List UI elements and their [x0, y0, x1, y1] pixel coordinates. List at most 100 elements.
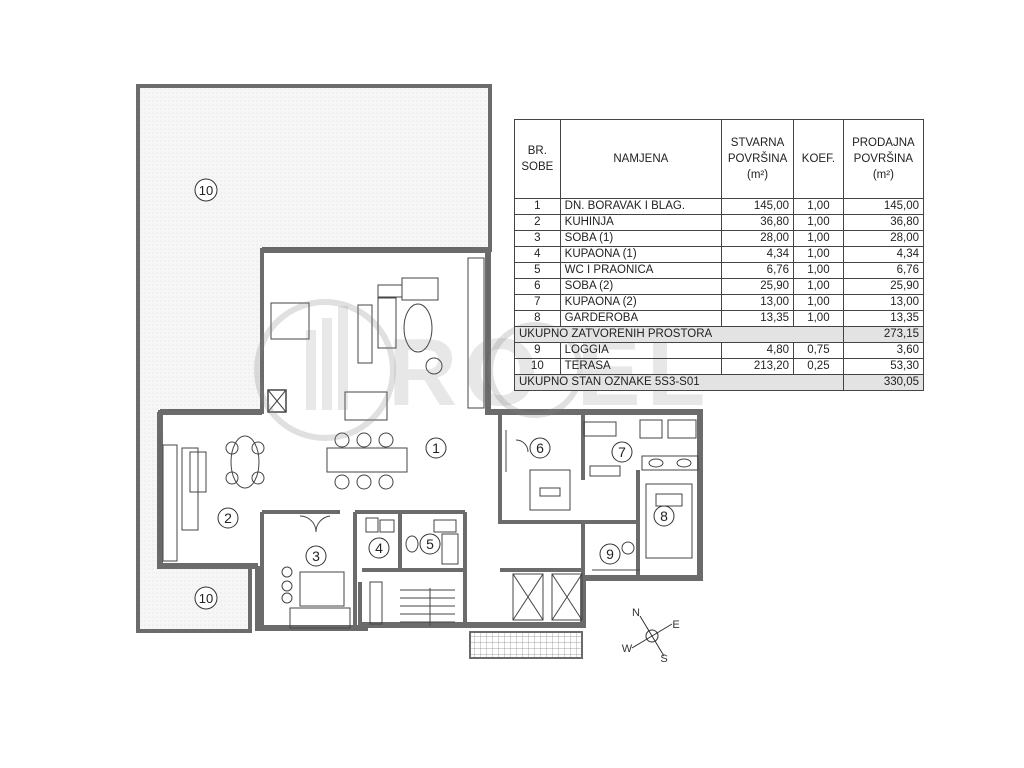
cell-area: 213,20 — [721, 358, 795, 375]
svg-text:7: 7 — [618, 444, 626, 460]
cell-name: TERASA — [559, 358, 723, 375]
cell-coef: 0,75 — [793, 342, 844, 359]
cell-no: 5 — [514, 262, 561, 279]
subtotal-label: UKUPNO ZATVORENIH PROSTORA — [514, 326, 844, 343]
bathroom2-furniture — [589, 419, 699, 477]
cell-no: 8 — [514, 310, 561, 327]
room-label-9: 9 — [599, 543, 621, 565]
room-label-1: 1 — [425, 437, 447, 459]
loggia-furniture — [592, 541, 640, 571]
cell-sale: 28,00 — [842, 230, 925, 247]
cell-name: DN. BORAVAK I BLAG. — [559, 198, 723, 215]
room-label-2: 2 — [217, 507, 239, 529]
header-room-no: BR.SOBE — [514, 119, 561, 199]
cell-sale: 3,60 — [842, 342, 925, 359]
svg-text:9: 9 — [606, 546, 614, 562]
room-label-5: 5 — [419, 533, 441, 555]
compass-rose: N E S W — [622, 607, 680, 665]
bedroom2-furniture — [505, 421, 617, 511]
room-label-6: 6 — [529, 437, 551, 459]
cell-sale: 145,00 — [842, 198, 925, 215]
cell-area: 13,00 — [721, 294, 795, 311]
interior-walls — [260, 412, 640, 628]
cell-area: 145,00 — [721, 198, 795, 215]
header-purpose: NAMJENA — [559, 119, 723, 199]
cell-sale: 4,34 — [842, 246, 925, 263]
cell-coef: 1,00 — [793, 310, 844, 327]
svg-text:5: 5 — [426, 536, 434, 552]
wardrobe-furniture — [645, 483, 693, 559]
svg-text:10: 10 — [199, 591, 213, 606]
cell-name: GARDEROBA — [559, 310, 723, 327]
cell-sale: 13,00 — [842, 294, 925, 311]
bath-furniture — [365, 517, 459, 565]
cell-coef: 1,00 — [793, 246, 844, 263]
stairs — [369, 573, 583, 626]
cell-no: 1 — [514, 198, 561, 215]
room-label-10a: 10 — [194, 178, 218, 202]
cell-no: 3 — [514, 230, 561, 247]
cell-no: 10 — [514, 358, 561, 375]
svg-text:4: 4 — [375, 540, 383, 556]
cell-sale: 36,80 — [842, 214, 925, 231]
cell-coef: 1,00 — [793, 278, 844, 295]
compass-s: S — [660, 653, 667, 665]
cell-name: WC I PRAONICA — [559, 262, 723, 279]
cell-coef: 0,25 — [793, 358, 844, 375]
cell-sale: 13,35 — [842, 310, 925, 327]
cell-no: 6 — [514, 278, 561, 295]
cell-sale: 6,76 — [842, 262, 925, 279]
cell-area: 13,35 — [721, 310, 795, 327]
cell-no: 9 — [514, 342, 561, 359]
room-label-4: 4 — [368, 537, 390, 559]
room-label-8: 8 — [653, 505, 675, 527]
cell-no: 7 — [514, 294, 561, 311]
cell-coef: 1,00 — [793, 230, 844, 247]
cell-no: 4 — [514, 246, 561, 263]
svg-text:3: 3 — [312, 548, 320, 564]
subtotal-value: 273,15 — [842, 326, 925, 343]
cell-sale: 53,30 — [842, 358, 925, 375]
cell-area: 6,76 — [721, 262, 795, 279]
total-value: 330,05 — [842, 374, 925, 391]
room-label-3: 3 — [305, 545, 327, 567]
cell-name: KUHINJA — [559, 214, 723, 231]
windows — [159, 247, 489, 556]
bedroom1-furniture — [281, 515, 351, 629]
cell-name: LOGGIA — [559, 342, 723, 359]
svg-text:6: 6 — [536, 440, 544, 456]
watermark-bars — [306, 306, 348, 410]
cell-coef: 1,00 — [793, 262, 844, 279]
room-labels: 1 2 3 4 5 6 7 8 9 10 10 — [194, 178, 675, 610]
svg-text:2: 2 — [224, 510, 232, 526]
cell-area: 25,90 — [721, 278, 795, 295]
cell-sale: 25,90 — [842, 278, 925, 295]
room-label-7: 7 — [611, 441, 633, 463]
cell-coef: 1,00 — [793, 294, 844, 311]
svg-text:8: 8 — [660, 508, 668, 524]
compass-n: N — [632, 607, 640, 619]
cell-coef: 1,00 — [793, 214, 844, 231]
svg-text:1: 1 — [432, 440, 440, 456]
cell-coef: 1,00 — [793, 198, 844, 215]
cell-name: SOBA (2) — [559, 278, 723, 295]
entrance-steps — [469, 631, 583, 659]
cell-name: KUPAONA (2) — [559, 294, 723, 311]
header-coef: KOEF. — [793, 119, 844, 199]
total-label: UKUPNO STAN OZNAKE 5S3-S01 — [514, 374, 844, 391]
cell-no: 2 — [514, 214, 561, 231]
